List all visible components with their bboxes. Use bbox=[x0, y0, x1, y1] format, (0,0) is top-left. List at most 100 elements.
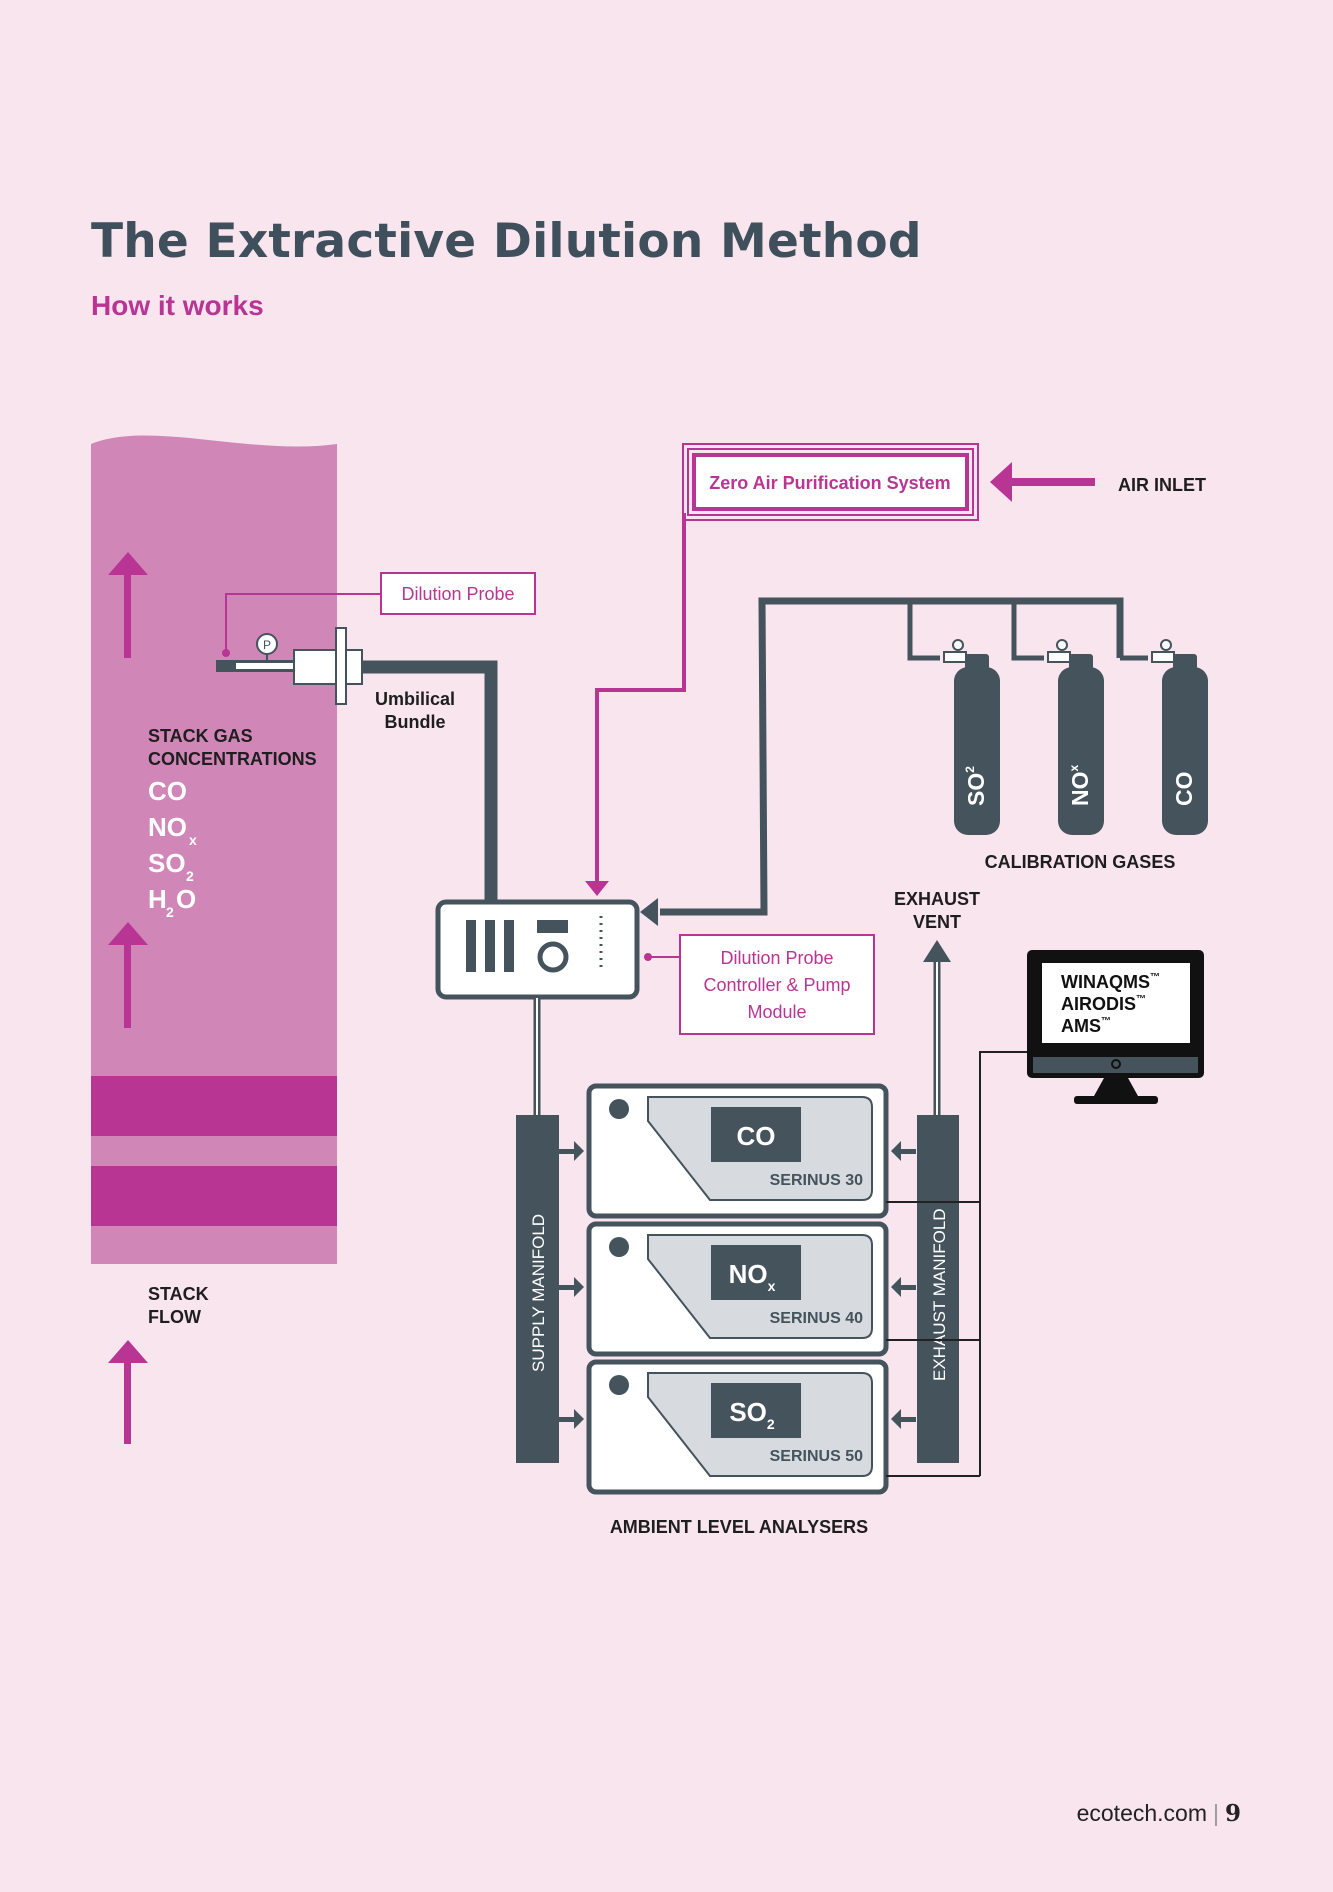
probe-flange-body bbox=[293, 649, 363, 685]
zero-air-box-mid bbox=[687, 448, 974, 516]
stack-gas-so2: SO bbox=[148, 848, 186, 878]
analyser-nox-gas: NO bbox=[729, 1259, 768, 1289]
stack-flow-arrow-bottom bbox=[108, 1340, 148, 1444]
exhaust-manifold-label: EXHAUST MANIFOLD bbox=[930, 1208, 949, 1381]
analyser-status-icon bbox=[609, 1375, 629, 1395]
umbilical-bundle: Umbilical Bundle bbox=[362, 660, 498, 902]
cylinder-co-label: CO bbox=[1171, 772, 1197, 807]
monitor: WINAQMS™ AIRODIS™ AMS™ bbox=[1027, 950, 1204, 1104]
page-subtitle: How it works bbox=[91, 290, 264, 321]
calibration-main-line bbox=[660, 597, 1124, 916]
analyser-nox-model: SERINUS 40 bbox=[770, 1310, 863, 1327]
analyser-so2: SO2 SERINUS 50 bbox=[586, 1359, 889, 1495]
calibration-branch-so2 bbox=[907, 601, 940, 661]
footer: ecotech.com|9 bbox=[1077, 1800, 1241, 1827]
stack-band-upper bbox=[91, 1076, 337, 1136]
footer-separator: | bbox=[1213, 1800, 1219, 1826]
monitor-line-1: WINAQMS™ bbox=[1061, 972, 1160, 992]
monitor-line-2: AIRODIS™ bbox=[1061, 994, 1146, 1014]
exhaust-manifold-bar bbox=[917, 1115, 959, 1463]
monitor-line-3: AMS™ bbox=[1061, 1016, 1111, 1036]
valve-icon bbox=[1056, 639, 1068, 651]
controller-label-line1: Dilution Probe bbox=[720, 948, 833, 968]
cylinder-nox: NOx bbox=[1047, 639, 1104, 835]
exhaust-vent-label-line1: EXHAUST bbox=[894, 889, 980, 909]
stack-gas-h2o-o: O bbox=[176, 884, 196, 914]
stack-band-lower bbox=[91, 1166, 337, 1226]
analyser-so2-sub: 2 bbox=[767, 1416, 775, 1432]
footer-site: ecotech.com bbox=[1076, 1800, 1207, 1826]
probe-label-box bbox=[380, 572, 536, 615]
zero-air-supply-arrowhead bbox=[585, 881, 609, 896]
analysers-label: AMBIENT LEVEL ANALYSERS bbox=[610, 1517, 868, 1537]
supply-manifold-label: SUPPLY MANIFOLD bbox=[529, 1214, 548, 1372]
analyser-so2-gas: SO bbox=[729, 1397, 767, 1427]
calibration-branch-nox bbox=[1011, 601, 1044, 661]
monitor-power-icon bbox=[1111, 1059, 1121, 1069]
probe-label-dot bbox=[222, 649, 230, 657]
controller-label-line2: Controller & Pump bbox=[703, 975, 850, 995]
zero-air-box bbox=[692, 453, 969, 511]
probe-flange-plate bbox=[335, 627, 347, 705]
analyser-nox-label: NOx bbox=[729, 1259, 776, 1294]
controller-label-box bbox=[679, 934, 875, 1035]
cylinder-nox-label: NOx bbox=[1067, 765, 1093, 807]
zero-air-label: Zero Air Purification System bbox=[709, 473, 950, 493]
exhaust-arrows bbox=[891, 1141, 916, 1429]
stack-gas-h2o-sub: 2 bbox=[166, 904, 174, 920]
probe-tube-inner bbox=[236, 663, 296, 669]
cylinder-so2-label: SO2 bbox=[963, 766, 989, 806]
stack-flow-arrow-middle bbox=[108, 922, 148, 1028]
analyser-co: CO SERINUS 30 bbox=[586, 1083, 889, 1219]
stack-flow-label-line1: STACK bbox=[148, 1284, 209, 1304]
umbilical-label-line2: Bundle bbox=[385, 712, 446, 732]
calibration-arrowhead bbox=[640, 898, 658, 926]
cylinder-so2: SO2 bbox=[943, 639, 1000, 835]
air-inlet-label: AIR INLET bbox=[1118, 475, 1206, 495]
analyser-nox: NOx SERINUS 40 bbox=[586, 1221, 889, 1357]
monitor-base bbox=[1074, 1096, 1158, 1104]
exhaust-vent-arrowhead bbox=[923, 940, 951, 962]
data-cabling bbox=[886, 1051, 1028, 1477]
cylinder-nox-sub: x bbox=[1067, 765, 1081, 772]
umbilical-line bbox=[362, 660, 498, 902]
stack-gas-title-line1: STACK GAS bbox=[148, 726, 253, 746]
pressure-gauge-symbol: P bbox=[263, 638, 271, 652]
analyser-status-icon bbox=[609, 1099, 629, 1119]
analyser-co-gas: CO bbox=[737, 1121, 776, 1151]
stack-gas-title-line2: CONCENTRATIONS bbox=[148, 749, 317, 769]
zero-air-system: Zero Air Purification System bbox=[585, 443, 979, 896]
monitor-stand bbox=[1094, 1078, 1138, 1096]
stack-flow-arrow-top bbox=[108, 552, 148, 658]
controller-module: Dilution Probe Controller & Pump Module bbox=[435, 899, 875, 1035]
supply-manifold-bar bbox=[516, 1115, 559, 1463]
calibration-gases-label: CALIBRATION GASES bbox=[985, 852, 1176, 872]
stack-flow-label-line2: FLOW bbox=[148, 1307, 201, 1327]
controller-label-dot bbox=[644, 953, 652, 961]
zero-air-box-outer bbox=[682, 443, 979, 521]
analyser-co-model: SERINUS 30 bbox=[770, 1172, 863, 1189]
stack: STACK GAS CONCENTRATIONS CO NO x SO 2 H … bbox=[91, 435, 337, 1444]
supply-arrows bbox=[559, 1141, 584, 1429]
controller-label-line3: Module bbox=[747, 1002, 806, 1022]
analyser-nox-sub: x bbox=[768, 1278, 776, 1294]
exhaust-manifold: EXHAUST MANIFOLD EXHAUST VENT bbox=[891, 889, 980, 1463]
dilution-probe: P Dilution Probe bbox=[216, 572, 536, 705]
stack-gas-nox: NO bbox=[148, 812, 187, 842]
exhaust-vent-label-line2: VENT bbox=[913, 912, 961, 932]
analyser-so2-model: SERINUS 50 bbox=[770, 1448, 863, 1465]
umbilical-label-line1: Umbilical bbox=[375, 689, 455, 709]
stack-gas-h2o-h: H bbox=[148, 884, 167, 914]
monitor-screen bbox=[1042, 963, 1190, 1043]
valve-icon bbox=[1160, 639, 1172, 651]
analyser-status-icon bbox=[609, 1237, 629, 1257]
page-number: 9 bbox=[1224, 1800, 1241, 1827]
probe-label: Dilution Probe bbox=[401, 584, 514, 604]
air-inlet-arrow-shaft bbox=[1010, 478, 1095, 486]
supply-manifold: SUPPLY MANIFOLD bbox=[516, 998, 584, 1463]
cylinder-nox-gas: NO bbox=[1067, 772, 1093, 807]
monitor-chin bbox=[1033, 1057, 1198, 1073]
cylinder-co-gas: CO bbox=[1171, 772, 1197, 807]
stack-gas-so2-sub: 2 bbox=[186, 868, 194, 884]
